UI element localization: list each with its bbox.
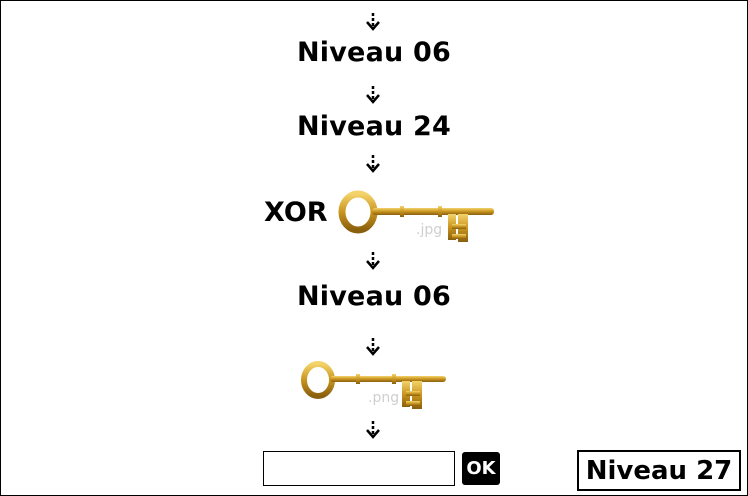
down-arrow-icon <box>366 252 380 270</box>
image-extension-label: .jpg <box>416 222 443 238</box>
level-step-3: Niveau 06 <box>297 281 451 312</box>
answer-input[interactable] <box>263 451 455 486</box>
down-arrow-icon <box>366 86 380 104</box>
down-arrow-icon <box>366 155 380 173</box>
image-extension-label: .png <box>368 390 400 406</box>
down-arrow-icon <box>366 421 380 439</box>
down-arrow-icon <box>366 338 380 356</box>
xor-label: XOR <box>264 197 328 228</box>
level-step-2: Niveau 24 <box>297 111 451 142</box>
down-arrow-icon <box>366 13 380 31</box>
level-step-1: Niveau 06 <box>297 37 451 68</box>
golden-key-icon <box>338 190 494 242</box>
ok-button[interactable]: OK <box>462 452 500 485</box>
current-level-badge: Niveau 27 <box>577 450 741 491</box>
golden-key-icon <box>301 361 446 409</box>
